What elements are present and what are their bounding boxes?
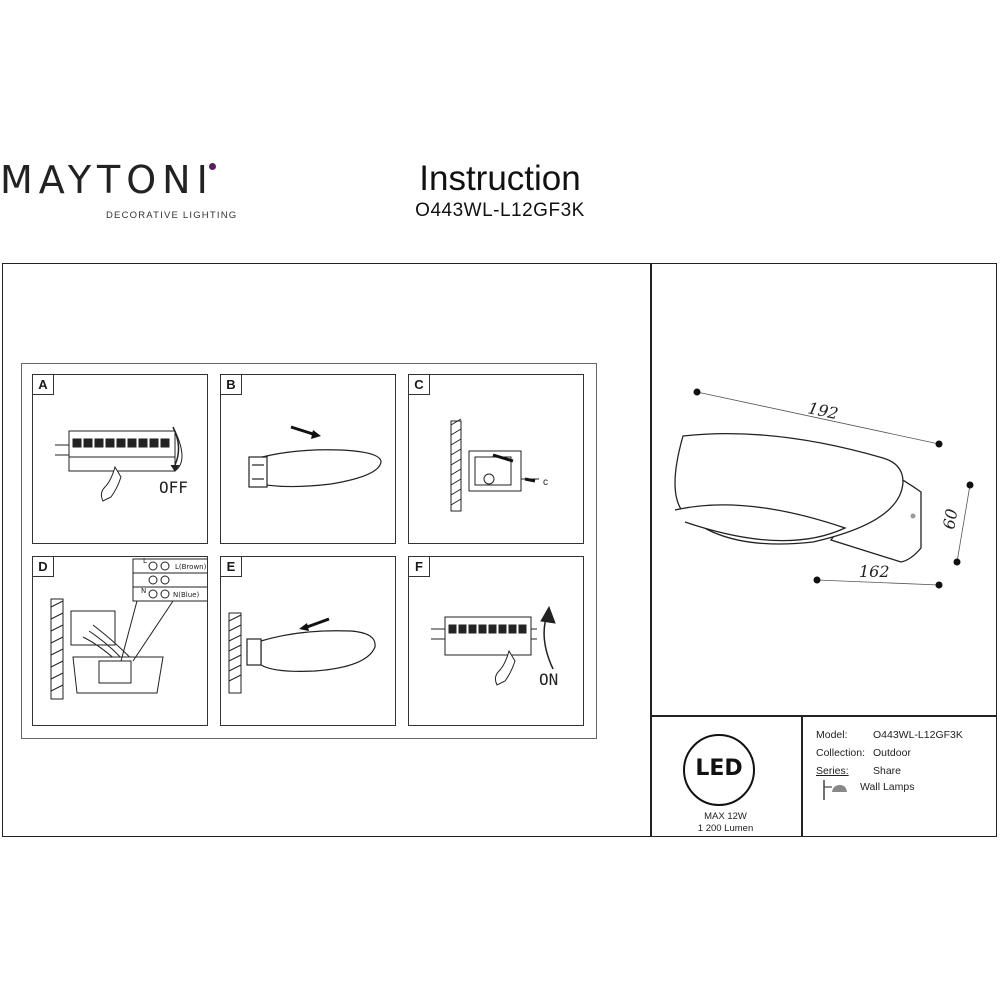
wire-n-blue-label: N(Blue) xyxy=(173,591,199,599)
model-label: Model: xyxy=(816,729,848,741)
attach-cover-illustration xyxy=(228,612,376,694)
brand-name: MAYTONI xyxy=(0,158,214,202)
step-panel-e: E xyxy=(220,556,396,726)
wire-l-label: L xyxy=(143,557,147,565)
step-panel-a: A OFF xyxy=(32,374,208,544)
divider-spec xyxy=(801,715,803,837)
svg-text:c: c xyxy=(543,477,548,488)
remove-cover-illustration xyxy=(248,425,382,488)
step-panel-f: F ON xyxy=(408,556,584,726)
steps-box xyxy=(21,363,597,739)
step-letter: B xyxy=(221,375,242,395)
led-badge: LED xyxy=(683,734,755,806)
series-value: Share xyxy=(873,765,902,777)
brand-logo: MAYTONI xyxy=(0,160,225,200)
step-letter: D xyxy=(33,557,54,577)
breaker-on-illustration: ON xyxy=(431,605,558,689)
step-letter: F xyxy=(409,557,430,577)
mount-plate-illustration: c xyxy=(450,418,548,512)
instruction-frame xyxy=(2,263,997,837)
breaker-off-illustration: OFF xyxy=(55,426,188,502)
model-value: O443WL-L12GF3K xyxy=(873,729,963,741)
step-letter: A xyxy=(33,375,54,395)
step-panel-b: B xyxy=(220,374,396,544)
divider-vertical xyxy=(650,263,652,837)
collection-value: Outdoor xyxy=(873,747,911,759)
step-panel-c: C c xyxy=(408,374,584,544)
brand-dot-icon xyxy=(209,163,216,170)
page-title: Instruction xyxy=(419,159,581,198)
wire-l-brown-label: L(Brown) xyxy=(175,563,207,571)
off-label: OFF xyxy=(159,478,188,497)
wire-n-label: N xyxy=(141,587,146,595)
divider-horizontal xyxy=(650,715,997,717)
dimension-length: 192 xyxy=(806,398,840,423)
led-lumen: 1 200 Lumen xyxy=(697,823,754,834)
model-code: O443WL-L12GF3K xyxy=(415,200,585,221)
step-letter: E xyxy=(221,557,242,577)
led-power: MAX 12W xyxy=(704,811,747,822)
lamp-type-value: Wall Lamps xyxy=(860,781,915,793)
collection-label: Collection: xyxy=(816,747,866,759)
dimension-height: 60 xyxy=(939,507,961,530)
step-letter: C xyxy=(409,375,430,395)
series-label: Series: xyxy=(816,765,849,777)
step-panel-d: D L L(Brown) N N(Blue) xyxy=(32,556,208,726)
dimension-depth: 162 xyxy=(859,562,890,581)
brand-tagline: DECORATIVE LIGHTING xyxy=(106,210,238,221)
dimension-drawing: 192 162 60 xyxy=(674,388,974,589)
on-label: ON xyxy=(539,670,558,689)
wall-lamp-icon xyxy=(823,780,847,800)
wiring-illustration: L L(Brown) N N(Blue) xyxy=(50,557,207,700)
